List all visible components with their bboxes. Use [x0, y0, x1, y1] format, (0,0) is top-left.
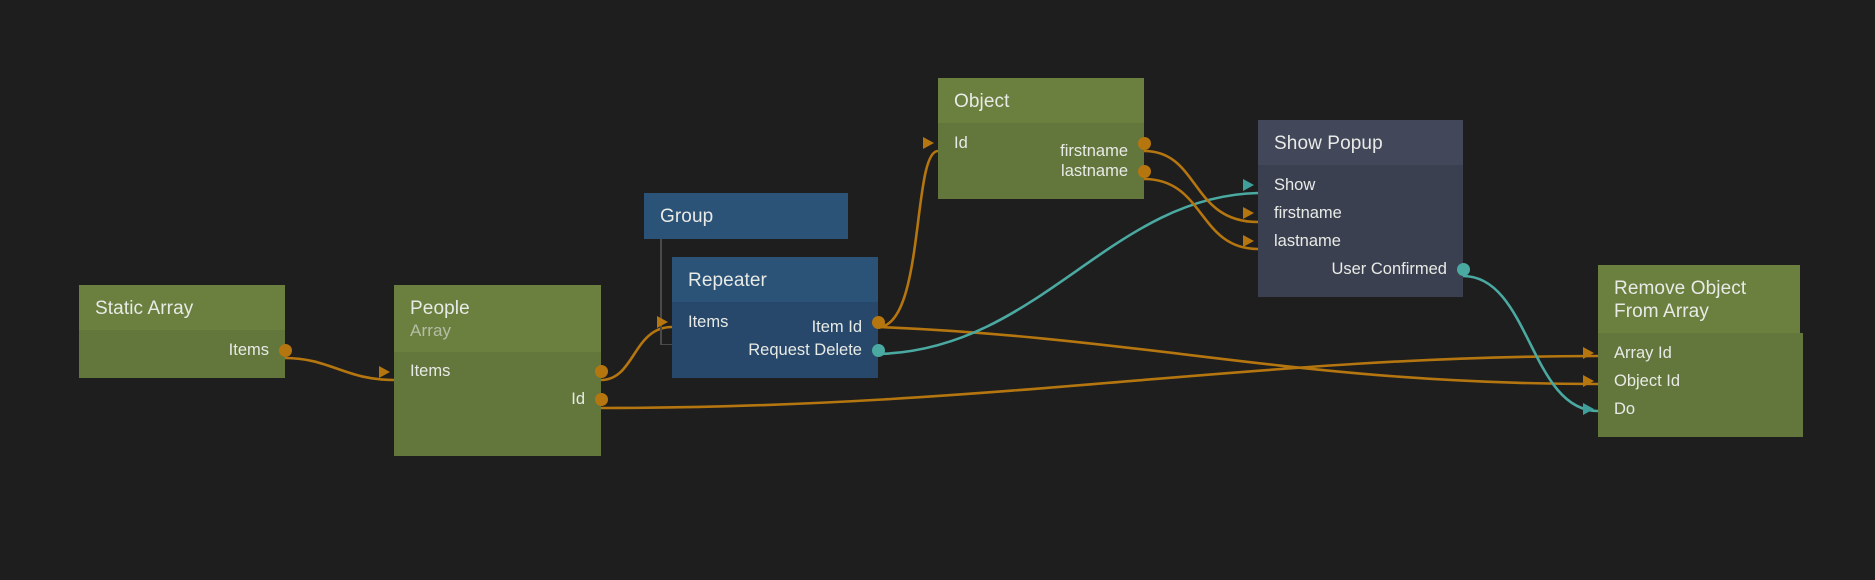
port-label: lastname [1274, 231, 1341, 250]
spacer-row [394, 414, 601, 442]
port-row-items-out[interactable]: Items [79, 336, 292, 364]
output-port-id[interactable] [594, 393, 608, 407]
port-label: Object Id [1614, 371, 1681, 390]
output-port-user-confirmed[interactable] [1456, 262, 1470, 276]
output-port-lastname[interactable] [1137, 164, 1151, 178]
output-port-item-id[interactable] [871, 315, 885, 329]
node-body: Show firstname lastname User Confirmed [1243, 165, 1470, 298]
node-body: Id lastname [923, 123, 1151, 200]
input-arrow-firstname [1243, 207, 1254, 220]
node-title: Show Popup [1258, 120, 1463, 166]
port-row-items-in[interactable]: Items [657, 308, 885, 336]
edge-itemid-to-object-id [877, 149, 939, 329]
input-arrow-object-id [1583, 375, 1594, 388]
port-label: Show [1274, 175, 1316, 194]
node-body: Items Id [379, 351, 608, 456]
input-arrow-show [1243, 179, 1254, 192]
node-static-array[interactable]: Static Array Items [79, 285, 292, 379]
port-row-firstname-in[interactable]: firstname [1243, 199, 1463, 227]
output-port-request-delete[interactable] [871, 343, 885, 357]
port-row-lastname-out[interactable]: lastname [938, 157, 1151, 185]
label-firstname: firstname [1060, 142, 1128, 160]
port-row-lastname-in[interactable]: lastname [1243, 227, 1463, 255]
node-title: Remove Object From Array [1598, 265, 1800, 334]
edge-request-delete-to-show [877, 191, 1259, 356]
edge-firstname-to-firstname [1143, 149, 1259, 224]
input-arrow-array-id [1583, 347, 1594, 360]
output-port-items[interactable] [594, 365, 608, 379]
node-show-popup[interactable]: Show Popup Show firstname lastname User … [1243, 120, 1470, 298]
port-label: lastname [1061, 161, 1128, 180]
input-arrow-items [657, 316, 668, 329]
node-body: Items [79, 330, 292, 379]
output-port-items[interactable] [278, 343, 292, 357]
node-people[interactable]: People Array Items Id [379, 285, 608, 456]
node-repeater[interactable]: Repeater Items Request Delete [657, 257, 885, 379]
port-row-object-id-in[interactable]: Object Id [1583, 367, 1803, 395]
port-label: User Confirmed [1331, 259, 1447, 278]
port-row-items-in[interactable]: Items [379, 358, 608, 386]
port-row-request-delete-out[interactable]: Request Delete [672, 336, 885, 364]
node-remove-object-from-array[interactable]: Remove Object From Array Array Id Object… [1583, 265, 1803, 438]
node-title: Object [938, 78, 1144, 124]
port-row-do-in[interactable]: Do [1583, 395, 1803, 423]
input-arrow-lastname [1243, 235, 1254, 248]
node-title: Static Array [79, 285, 285, 331]
port-label: Id [571, 390, 585, 409]
port-label: Items [228, 340, 269, 359]
node-subtitle: Array [410, 321, 452, 341]
edge-itemid-to-object-id-input [877, 325, 1599, 386]
node-body: Items Request Delete [657, 302, 885, 379]
node-group[interactable]: Group [644, 193, 848, 239]
port-label: Do [1614, 399, 1636, 418]
input-arrow-items [379, 365, 390, 378]
input-arrow-id [923, 137, 934, 150]
port-label: Request Delete [748, 340, 862, 359]
node-object[interactable]: Object Id lastname [923, 78, 1151, 200]
port-label: Items [410, 362, 451, 381]
group-hierarchy-line-vertical [660, 239, 662, 345]
output-port-firstname[interactable] [1137, 136, 1151, 150]
edge-lastname-to-lastname [1143, 177, 1259, 251]
node-title: Repeater [672, 257, 878, 303]
group-hierarchy-line-horizontal [660, 343, 673, 346]
port-row-show-in[interactable]: Show [1243, 171, 1463, 199]
input-arrow-do [1583, 403, 1594, 416]
port-row-id-in[interactable]: Id [923, 129, 1151, 157]
port-label: firstname [1274, 203, 1342, 222]
port-row-array-id-in[interactable]: Array Id [1583, 339, 1803, 367]
label-item-id: Item Id [811, 318, 862, 336]
port-label: Items [688, 312, 729, 331]
node-body: Array Id Object Id Do [1583, 333, 1803, 438]
port-label: Array Id [1614, 343, 1672, 362]
node-title: People Array [394, 285, 601, 352]
edge-static-items-to-people-items [284, 356, 395, 382]
port-row-user-confirmed-out[interactable]: User Confirmed [1258, 255, 1470, 283]
node-title: Group [644, 193, 848, 239]
port-row-id-out[interactable]: Id [394, 386, 608, 414]
edge-user-confirmed-to-do [1462, 274, 1599, 413]
port-label: Id [954, 133, 968, 152]
